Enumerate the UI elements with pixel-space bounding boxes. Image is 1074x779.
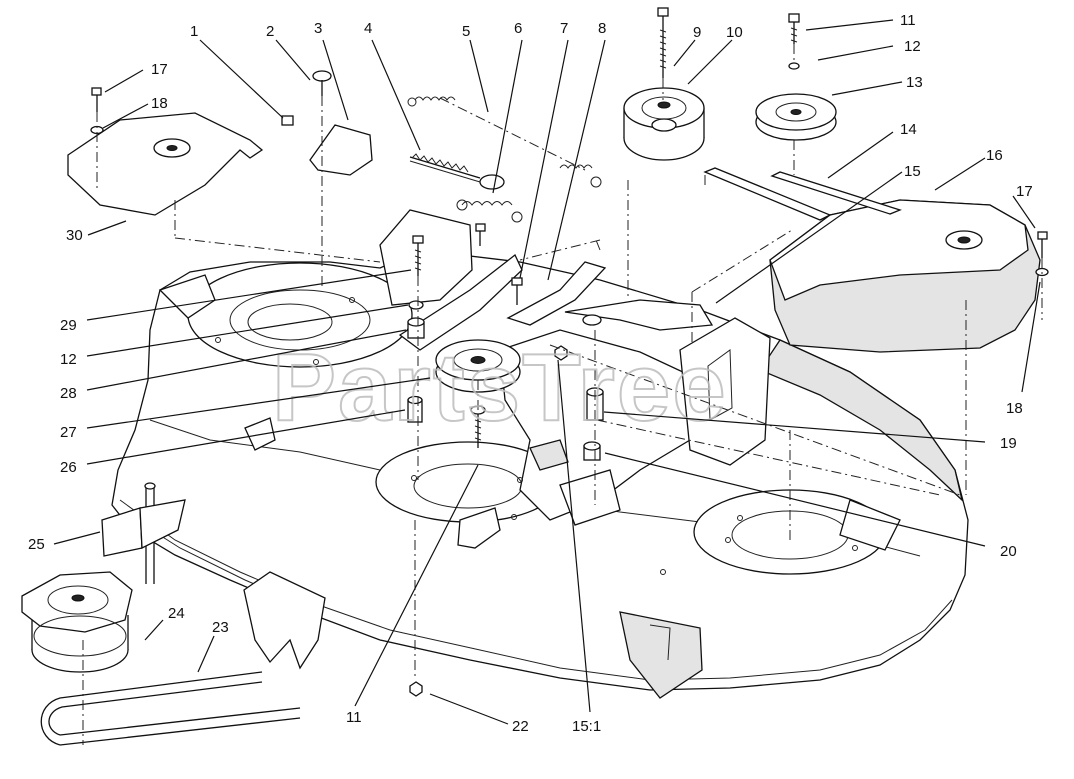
fasteners <box>90 7 1049 697</box>
callout-22: 22 <box>512 718 529 735</box>
callout-18-right: 18 <box>1006 400 1023 417</box>
callout-24: 24 <box>168 605 185 622</box>
callout-7: 7 <box>560 20 568 37</box>
callout-16: 16 <box>986 147 1003 164</box>
callout-9: 9 <box>693 24 701 41</box>
callout-17-right: 17 <box>1016 183 1033 200</box>
callout-17-left: 17 <box>151 61 168 78</box>
tension-spring-6 <box>456 199 523 223</box>
callout-15: 15 <box>904 163 921 180</box>
callout-6: 6 <box>514 20 522 37</box>
callout-5: 5 <box>462 23 470 40</box>
callout-23: 23 <box>212 619 229 636</box>
belt-cover-left <box>67 112 264 216</box>
idler-pulley-10 <box>623 87 705 161</box>
callout-14: 14 <box>900 121 917 138</box>
callout-3: 3 <box>314 20 322 37</box>
callout-11-bottom: 11 <box>346 709 362 726</box>
watermark: PartsTree <box>272 334 728 441</box>
callout-2: 2 <box>266 23 274 40</box>
eyebolt-rod-4 <box>409 153 505 190</box>
idler-arm-assembly <box>309 124 771 466</box>
callout-20: 20 <box>1000 543 1017 560</box>
callout-28: 28 <box>60 385 77 402</box>
electric-clutch <box>21 571 133 673</box>
idler-pulley-13 <box>755 93 837 141</box>
drive-belt <box>40 671 301 746</box>
callout-4: 4 <box>364 20 372 37</box>
callout-25: 25 <box>28 536 45 553</box>
callout-26: 26 <box>60 459 77 476</box>
belt-cover-right <box>769 199 1041 353</box>
callout-8: 8 <box>598 20 606 37</box>
callout-13: 13 <box>906 74 923 91</box>
callout-10: 10 <box>726 24 743 41</box>
alignment-centerlines <box>82 44 1043 745</box>
callout-1: 1 <box>190 23 198 40</box>
callout-19: 19 <box>1000 435 1017 452</box>
callout-labels: 1 2 3 4 5 6 7 8 9 10 11 12 13 14 15 16 1… <box>28 12 1033 735</box>
callout-11-top: 11 <box>900 12 916 29</box>
tension-spring-5 <box>407 96 602 188</box>
leader-lines <box>53 19 1041 725</box>
callout-30: 30 <box>66 227 83 244</box>
callout-27: 27 <box>60 424 77 441</box>
callout-12-top: 12 <box>904 38 921 55</box>
callout-15-1: 15:1 <box>572 718 601 735</box>
channel-14 <box>703 167 902 221</box>
center-idler-pulley <box>435 339 521 393</box>
callout-29: 29 <box>60 317 77 334</box>
callout-18-left: 18 <box>151 95 168 112</box>
callout-12-left: 12 <box>60 351 77 368</box>
